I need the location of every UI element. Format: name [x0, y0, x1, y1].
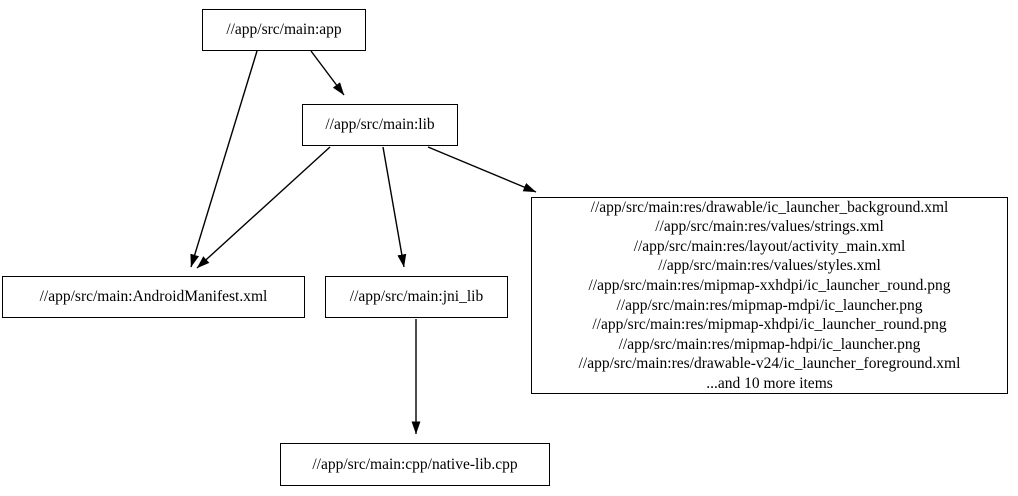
res-group-line: //app/src/main:res/values/strings.xml — [655, 218, 884, 236]
graph-node-android-manifest[interactable]: //app/src/main:AndroidManifest.xml — [2, 276, 305, 318]
res-group-line: //app/src/main:res/mipmap-xxhdpi/ic_laun… — [588, 276, 951, 294]
res-group-line: //app/src/main:res/drawable/ic_launcher_… — [590, 198, 949, 216]
res-group-line: //app/src/main:res/mipmap-mdpi/ic_launch… — [616, 296, 923, 314]
graph-node-lib-label: //app/src/main:lib — [325, 116, 435, 134]
res-group-more-items: ...and 10 more items — [706, 374, 833, 392]
graph-node-native-lib-cpp[interactable]: //app/src/main:cpp/native-lib.cpp — [280, 443, 550, 486]
edge-app-to-manifest — [190, 50, 258, 268]
res-group-line: //app/src/main:res/drawable-v24/ic_launc… — [578, 355, 961, 373]
graph-node-jni-lib[interactable]: //app/src/main:jni_lib — [325, 276, 508, 318]
edge-app-to-lib — [310, 50, 345, 96]
res-group-line: //app/src/main:res/mipmap-xhdpi/ic_launc… — [592, 316, 947, 334]
graph-node-lib[interactable]: //app/src/main:lib — [302, 104, 458, 146]
graph-node-res-group[interactable]: //app/src/main:res/drawable/ic_launcher_… — [531, 197, 1008, 394]
graph-node-native-lib-cpp-label: //app/src/main:cpp/native-lib.cpp — [312, 455, 518, 473]
edge-lib-to-manifest — [196, 146, 331, 269]
graph-node-android-manifest-label: //app/src/main:AndroidManifest.xml — [39, 288, 268, 306]
graph-node-app-label: //app/src/main:app — [226, 21, 342, 39]
graph-node-res-group-lines: //app/src/main:res/drawable/ic_launcher_… — [538, 198, 1001, 394]
res-group-line: //app/src/main:res/layout/activity_main.… — [633, 237, 906, 255]
res-group-line: //app/src/main:res/mipmap-hdpi/ic_launch… — [618, 335, 921, 353]
graph-node-app[interactable]: //app/src/main:app — [202, 9, 366, 51]
edge-lib-to-jni-lib — [382, 146, 407, 268]
edge-lib-to-res-group — [427, 146, 537, 193]
graph-node-jni-lib-label: //app/src/main:jni_lib — [349, 288, 484, 306]
res-group-line: //app/src/main:res/values/styles.xml — [658, 257, 881, 275]
